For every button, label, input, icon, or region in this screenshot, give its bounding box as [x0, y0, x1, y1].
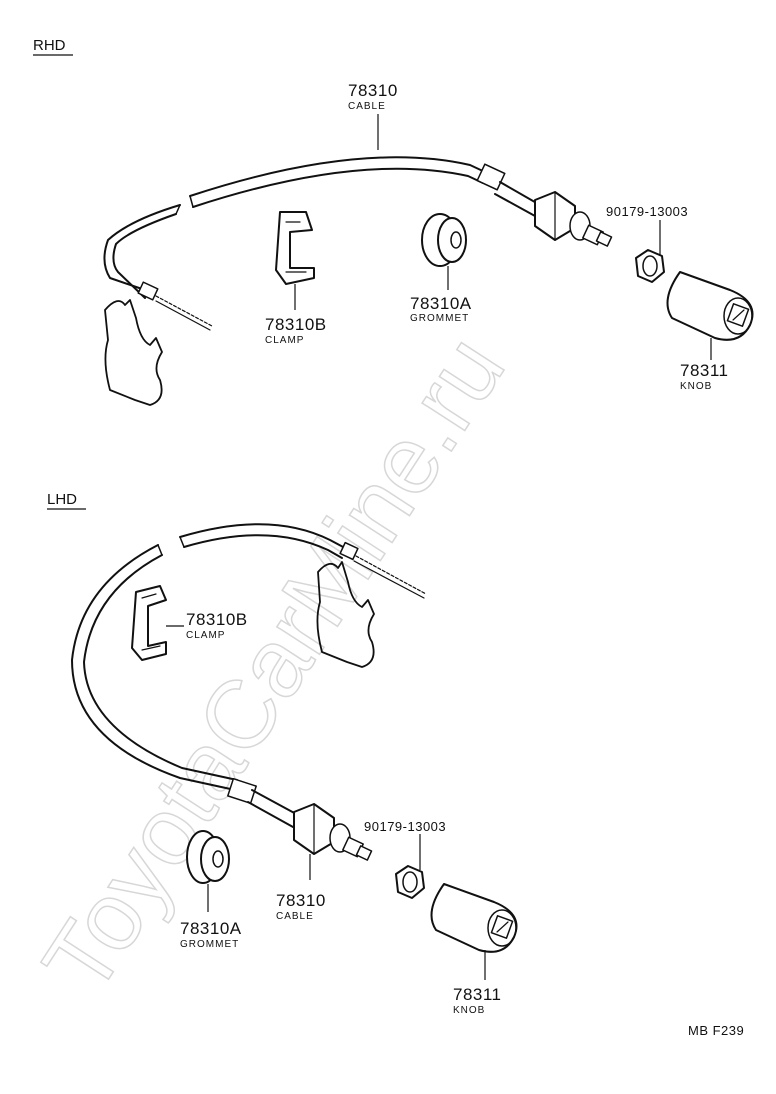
rhd-bracket-drawing: [104, 299, 163, 406]
lhd-section: LHD 78310 CABLE: [47, 491, 518, 1016]
rhd-cable-name: CABLE: [348, 101, 386, 112]
lhd-nut-drawing: [395, 865, 425, 899]
rhd-cable-drawing: [103, 156, 613, 331]
rhd-nut-part-no: 90179-13003: [606, 204, 688, 219]
rhd-nut-drawing: [635, 249, 665, 283]
lhd-grommet-drawing: [186, 830, 230, 884]
lhd-nut-part-no: 90179-13003: [364, 819, 446, 834]
lhd-grommet-name: GROMMET: [180, 939, 239, 950]
rhd-clamp-name: CLAMP: [265, 335, 304, 346]
rhd-knob-name: KNOB: [680, 381, 712, 392]
lhd-knob-part-no: 78311: [453, 985, 502, 1004]
lhd-bracket-drawing: [316, 561, 375, 668]
rhd-clamp-drawing: [275, 211, 315, 285]
rhd-section: RHD 78310 CABLE: [33, 37, 754, 406]
rhd-knob-drawing: [666, 271, 754, 341]
rhd-knob-part-no: 78311: [680, 361, 729, 380]
rhd-section-title: RHD: [33, 37, 66, 54]
lhd-clamp-part-no: 78310B: [186, 610, 248, 629]
rhd-grommet-drawing: [421, 213, 467, 267]
lhd-knob-drawing: [430, 883, 518, 953]
lhd-section-title: LHD: [47, 491, 77, 508]
lhd-cable-part-no: 78310: [276, 891, 326, 910]
lhd-knob-name: KNOB: [453, 1005, 485, 1016]
lhd-clamp-name: CLAMP: [186, 630, 225, 641]
rhd-clamp-part-no: 78310B: [265, 315, 327, 334]
lhd-clamp-drawing: [131, 585, 167, 661]
lhd-cable-name: CABLE: [276, 911, 314, 922]
diagram-code: MB F239: [688, 1023, 744, 1038]
rhd-grommet-part-no: 78310A: [410, 294, 472, 313]
lhd-grommet-part-no: 78310A: [180, 919, 242, 938]
lhd-cable-drawing: [71, 523, 427, 861]
rhd-grommet-name: GROMMET: [410, 313, 469, 324]
rhd-cable-part-no: 78310: [348, 81, 398, 100]
